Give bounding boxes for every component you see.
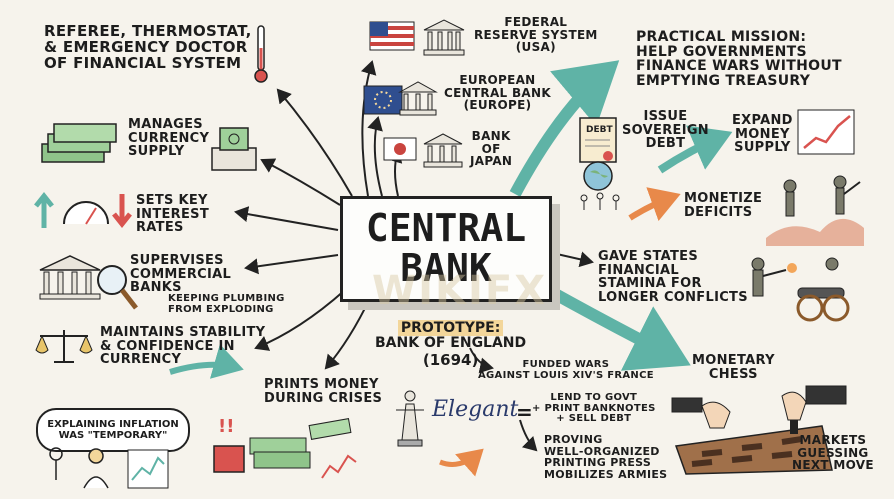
central-title: CENTRAL BANK — [365, 206, 527, 290]
supervises-label: SUPERVISES COMMERCIAL BANKS — [130, 253, 232, 296]
eu-flag-icon — [363, 85, 403, 115]
arrow-prints-orange — [439, 448, 484, 477]
arrow-ecb — [367, 116, 383, 197]
growth-chart-icon — [797, 109, 855, 155]
soldiers-icon — [766, 175, 864, 246]
prints-label: PRINTS MONEY DURING CRISES — [264, 377, 383, 406]
bank-magnifier-icon — [39, 255, 138, 310]
arrow-proving — [519, 419, 538, 452]
arrow-rates — [234, 206, 339, 231]
fed-building-icon — [423, 19, 465, 56]
inflation-bubble: EXPLAINING INFLATION WAS "TEMPORARY" — [36, 408, 190, 452]
proving-label: PROVING WELL-ORGANIZED PRINTING PRESS MO… — [544, 433, 668, 481]
cannon-battle-icon — [751, 257, 850, 322]
scales-icon — [35, 330, 93, 363]
prototype-name: BANK OF ENGLAND — [375, 335, 527, 352]
arrow-chess — [545, 284, 691, 371]
expand-supply-label: EXPAND MONEY SUPPLY — [732, 113, 793, 156]
boj-building-icon — [423, 133, 463, 168]
equals-sign: = — [516, 400, 533, 424]
arrow-fed — [360, 60, 377, 197]
funded-wars-label: FUNDED WARS AGAINST LOUIS XIV'S FRANCE — [478, 359, 654, 381]
debt-doc-text: DEBT — [586, 125, 613, 135]
currency-label: MANAGES CURRENCY SUPPLY — [128, 117, 210, 160]
lend-formula-label: LEND TO GOVT + PRINT BANKNOTES + SELL DE… — [532, 392, 656, 424]
ecb-building-icon — [398, 81, 438, 116]
arrow-mission — [509, 60, 620, 197]
arrow-stability — [254, 289, 346, 351]
lady-justice-icon — [396, 390, 424, 447]
prototype-year: (1694) — [422, 350, 479, 369]
mission-title: PRACTICAL MISSION: HELP GOVERNMENTS FINA… — [636, 29, 842, 90]
central-bank-box: CENTRAL BANK — [340, 196, 552, 302]
debt-document-icon: DEBT — [579, 117, 620, 210]
arrow-stamina — [547, 251, 594, 268]
elegant-text: Elegant — [432, 397, 519, 422]
arrow-supervises — [244, 254, 339, 275]
arrow-referee — [276, 88, 353, 197]
plumbing-label: KEEPING PLUMBING FROM EXPLODING — [168, 293, 285, 315]
arrow-currency — [260, 158, 341, 206]
money-printer-icon — [211, 127, 257, 171]
japan-flag-icon — [383, 137, 417, 161]
arrow-stability-teal — [169, 344, 244, 379]
inflation-label: EXPLAINING INFLATION WAS "TEMPORARY" — [47, 419, 179, 441]
rates-label: SETS KEY INTEREST RATES — [136, 193, 209, 236]
arrow-monetize — [628, 187, 681, 222]
stamina-label: GAVE STATES FINANCIAL STAMINA FOR LONGER… — [598, 249, 748, 305]
monetize-label: MONETIZE DEFICITS — [684, 191, 763, 220]
prototype-block: PROTOTYPE: BANK OF ENGLAND (1694) — [375, 318, 526, 368]
printing-money-icon: !! — [213, 416, 357, 479]
issue-debt-label: ISSUE SOVEREIGN DEBT — [622, 109, 709, 152]
referee-label: REFEREE, THERMOSTAT, & EMERGENCY DOCTOR … — [44, 22, 252, 72]
cash-stack-icon — [41, 123, 117, 163]
arrow-debt — [657, 125, 733, 174]
boj-label: BANK OF JAPAN — [470, 129, 513, 169]
usa-flag-icon — [369, 21, 415, 51]
svg-text:!!: !! — [218, 416, 234, 437]
chess-board-icon — [671, 385, 847, 475]
rates-gauge-icon — [34, 191, 132, 229]
fed-label: FEDERAL RESERVE SYSTEM (USA) — [474, 15, 598, 55]
arrow-funded — [469, 347, 494, 374]
prototype-label: PROTOTYPE: — [397, 320, 504, 336]
markets-label: MARKETS GUESSING NEXT MOVE — [792, 433, 874, 473]
stability-label: MAINTAINS STABILITY & CONFIDENCE IN CURR… — [100, 325, 266, 368]
watermark: WIKIFX — [372, 268, 548, 314]
chess-title: MONETARY CHESS — [692, 353, 775, 382]
ecb-label: EUROPEAN CENTRAL BANK (EUROPE) — [444, 73, 551, 113]
inflation-people-icon — [49, 447, 169, 489]
arrow-prints — [324, 297, 371, 370]
thermometer-icon — [254, 25, 268, 83]
